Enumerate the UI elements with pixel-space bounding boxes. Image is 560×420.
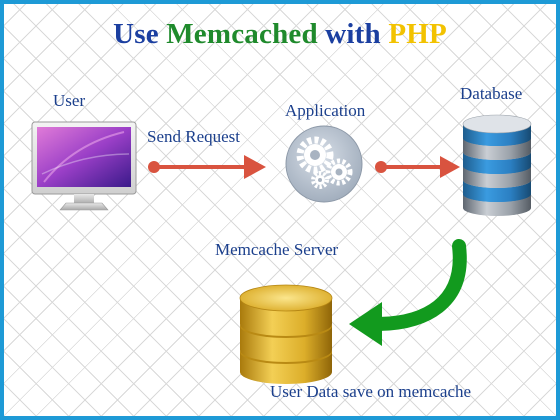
query-arrow [375, 156, 460, 178]
diagram-canvas [31, 114, 532, 384]
gears-icon [285, 125, 363, 203]
memcache-server-label: Memcache Server [215, 240, 339, 259]
send-request-label: Send Request [147, 127, 241, 146]
title-word-memcached: Memcached [166, 18, 318, 50]
page-title: Use Memcached with PHP [4, 18, 556, 51]
send-request-arrow [148, 155, 266, 179]
gold-database-icon [239, 284, 333, 384]
title-word-with: with [325, 18, 381, 50]
database-icon [462, 114, 532, 216]
monitor-icon [31, 121, 137, 211]
save-to-cache-arrow [349, 239, 467, 346]
title-word-php: PHP [388, 18, 447, 50]
user-data-save-label: User Data save on memcache [270, 382, 472, 401]
user-label: User [53, 91, 86, 110]
application-label: Application [285, 101, 366, 120]
database-label: Database [460, 84, 523, 103]
title-word-use: Use [113, 18, 159, 50]
